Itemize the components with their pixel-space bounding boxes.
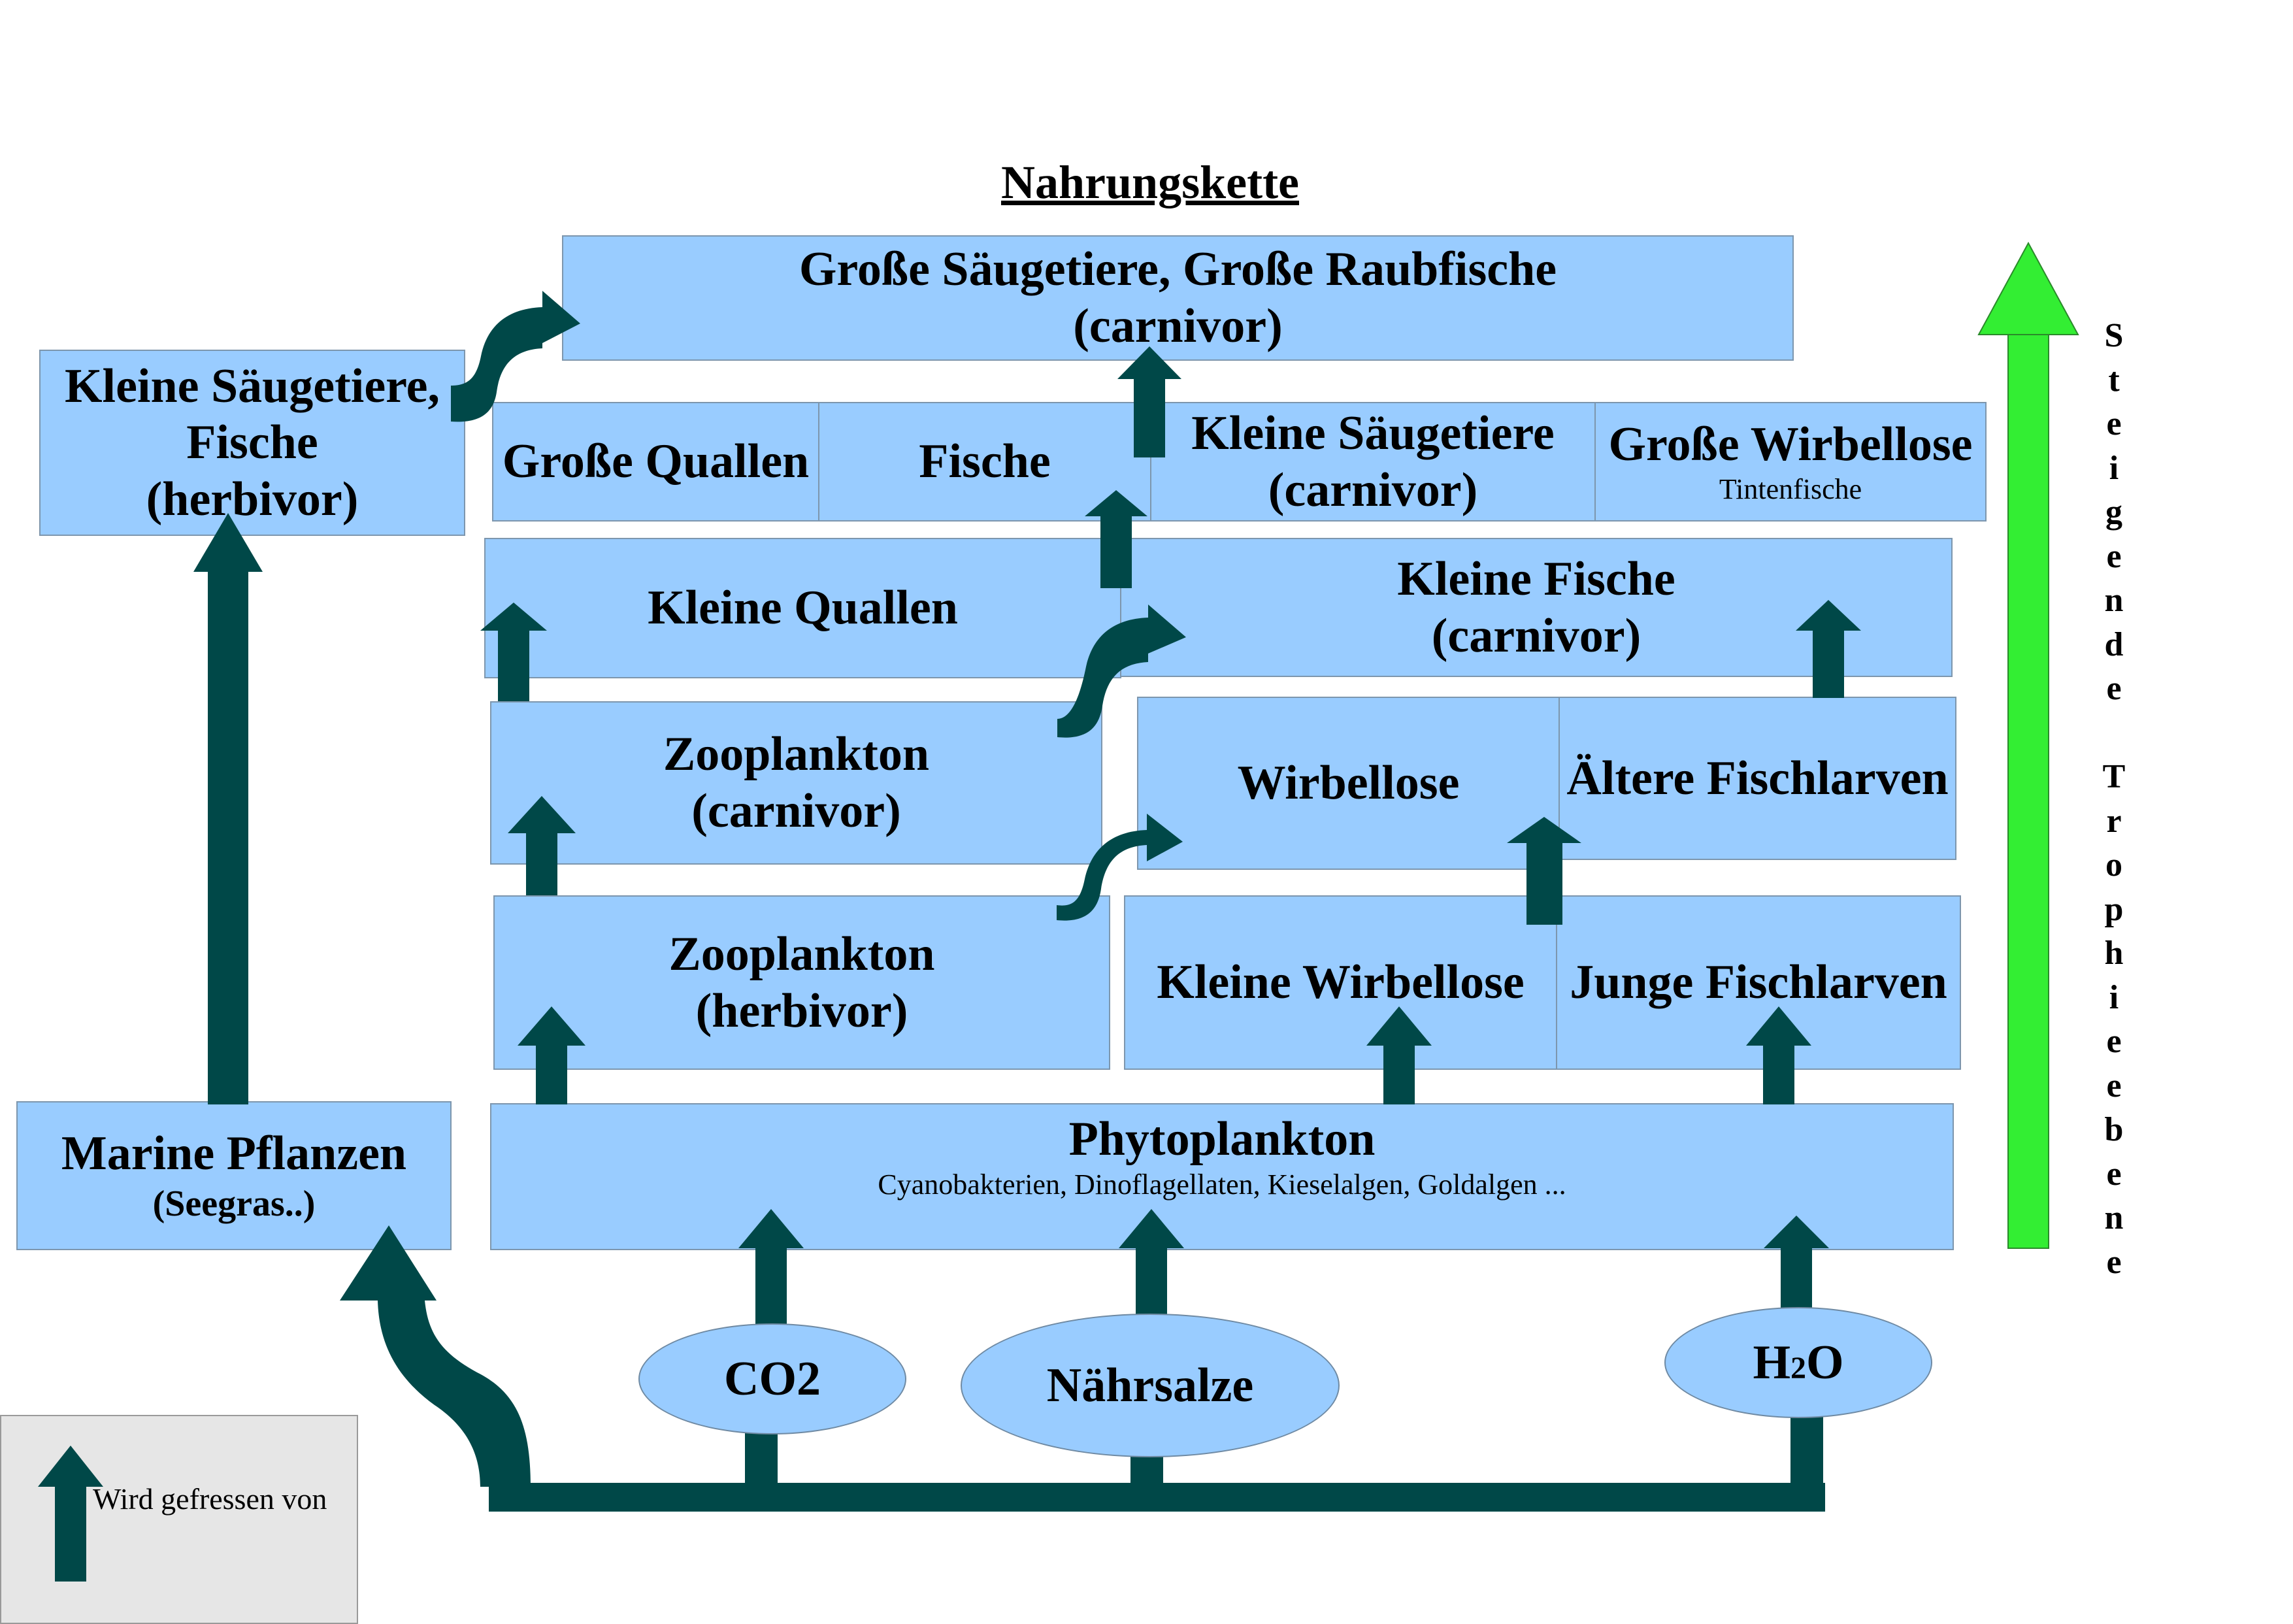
- box-kleine-saeugetiere-herbivor-line2: Fische: [186, 416, 318, 470]
- trophic-level-arrow: [1977, 241, 2079, 1249]
- box-marine-pflanzen-label: Marine Pflanzen: [61, 1127, 407, 1181]
- box-kleine-saeugetiere-carnivor-line1: Kleine Säugetiere: [1191, 406, 1555, 460]
- arrow-phyto-zooherb: [518, 1006, 586, 1104]
- s-arrow-kleinesaeugetiere-grosse: [451, 291, 580, 422]
- box-marine-pflanzen-sub: (Seegras..): [152, 1183, 316, 1224]
- arrow-kleinequallen-fische: [1085, 490, 1147, 588]
- vertical-label-trophieebene: S t e i g e n d e T r o p h i e e b e n …: [2102, 317, 2126, 1281]
- box-aeltere-fischlarven-label: Ältere Fischlarven: [1566, 751, 1949, 805]
- box-kleine-quallen-label: Kleine Quallen: [648, 581, 958, 635]
- box-grosse-saeugetiere-line1: Große Säugetiere, Große Raubfische: [799, 242, 1557, 297]
- s-arrow-zoocarn-kleinefische: [1057, 605, 1186, 738]
- box-zooplankton-carnivor: Zooplankton (carnivor): [490, 701, 1102, 865]
- box-kleine-saeugetiere-herbivor-line1: Kleine Säugetiere,: [64, 359, 440, 413]
- box-phytoplankton: Phytoplankton Cyanobakterien, Dinoflagel…: [490, 1103, 1954, 1250]
- box-grosse-saeugetiere-line2: (carnivor): [1073, 299, 1283, 353]
- box-grosse-wirbellose-label: Große Wirbellose: [1608, 417, 1973, 471]
- arrow-kleinewirbellose-wirbellose: [1507, 817, 1581, 925]
- box-phytoplankton-sub: Cyanobakterien, Dinoflagellaten, Kiesela…: [878, 1168, 1566, 1201]
- co2-connector: [745, 1431, 778, 1490]
- box-kleine-saeugetiere-herbivor: Kleine Säugetiere, Fische (herbivor): [39, 350, 465, 536]
- box-zooplankton-carnivor-line2: (carnivor): [691, 784, 901, 838]
- box-wirbellose: Wirbellose: [1137, 697, 1560, 870]
- arrow-marinepflanzen-kleinesaeugetiere: [193, 513, 263, 1104]
- source-co2: CO2: [638, 1323, 906, 1434]
- diagram-title: Nahrungskette: [1000, 156, 1299, 208]
- source-co2-label: CO2: [724, 1351, 821, 1406]
- box-zooplankton-herbivor: Zooplankton (herbivor): [493, 895, 1110, 1070]
- arrow-phyto-kleinewirbellose: [1366, 1006, 1432, 1104]
- box-kleine-fische-line1: Kleine Fische: [1397, 552, 1675, 606]
- box-marine-pflanzen: Marine Pflanzen (Seegras..): [16, 1101, 452, 1250]
- arrow-co2-phyto: [738, 1209, 804, 1330]
- arrow-fische-grosse-saeugetiere: [1117, 346, 1181, 457]
- box-junge-fischlarven-label: Junge Fischlarven: [1570, 955, 1947, 1010]
- h2o-connector: [1790, 1415, 1823, 1490]
- arrow-phyto-jungefischlarven: [1746, 1006, 1811, 1104]
- box-kleine-wirbellose-label: Kleine Wirbellose: [1157, 955, 1525, 1010]
- box-kleine-saeugetiere-carnivor: Kleine Säugetiere (carnivor): [1150, 402, 1596, 522]
- legend-arrow: [38, 1446, 103, 1582]
- arrow-zoocarn-kleinequallen: [480, 603, 547, 701]
- box-grosse-wirbellose: Große Wirbellose Tintenfische: [1594, 402, 1987, 522]
- box-fische: Fische: [818, 402, 1151, 522]
- arrow-zooherb-zoocarn: [508, 796, 576, 895]
- source-h2o-label: H2O: [1753, 1335, 1844, 1389]
- curved-arrow-marine-pflanzen: [340, 1225, 531, 1487]
- box-kleine-fische-line2: (carnivor): [1431, 608, 1641, 663]
- box-grosse-saeugetiere: Große Säugetiere, Große Raubfische (carn…: [562, 235, 1794, 361]
- box-kleine-saeugetiere-carnivor-line2: (carnivor): [1268, 463, 1478, 517]
- box-aeltere-fischlarven: Ältere Fischlarven: [1559, 697, 1956, 860]
- box-kleine-wirbellose: Kleine Wirbellose: [1124, 895, 1557, 1070]
- source-naehrsalze-label: Nährsalze: [1046, 1358, 1254, 1412]
- box-grosse-quallen: Große Quallen: [492, 402, 819, 522]
- source-h2o: H2O: [1664, 1307, 1932, 1418]
- box-zooplankton-herbivor-line2: (herbivor): [695, 984, 908, 1038]
- box-zooplankton-herbivor-line1: Zooplankton: [668, 927, 935, 981]
- box-wirbellose-label: Wirbellose: [1237, 756, 1460, 810]
- box-zooplankton-carnivor-line1: Zooplankton: [663, 727, 930, 782]
- s-arrow-zooherb-wirbellose: [1057, 814, 1183, 921]
- box-grosse-quallen-label: Große Quallen: [502, 435, 810, 489]
- box-kleine-quallen: Kleine Quallen: [484, 538, 1121, 678]
- box-kleine-saeugetiere-herbivor-line3: (herbivor): [146, 472, 359, 526]
- legend-text: Wird gefressen von: [93, 1482, 327, 1516]
- arrow-kleinefische-up: [1796, 600, 1861, 698]
- source-naehrsalze: Nährsalze: [961, 1314, 1340, 1457]
- box-phytoplankton-label: Phytoplankton: [1068, 1112, 1376, 1166]
- box-grosse-wirbellose-sub: Tintenfische: [1719, 473, 1862, 506]
- box-fische-label: Fische: [919, 435, 1051, 489]
